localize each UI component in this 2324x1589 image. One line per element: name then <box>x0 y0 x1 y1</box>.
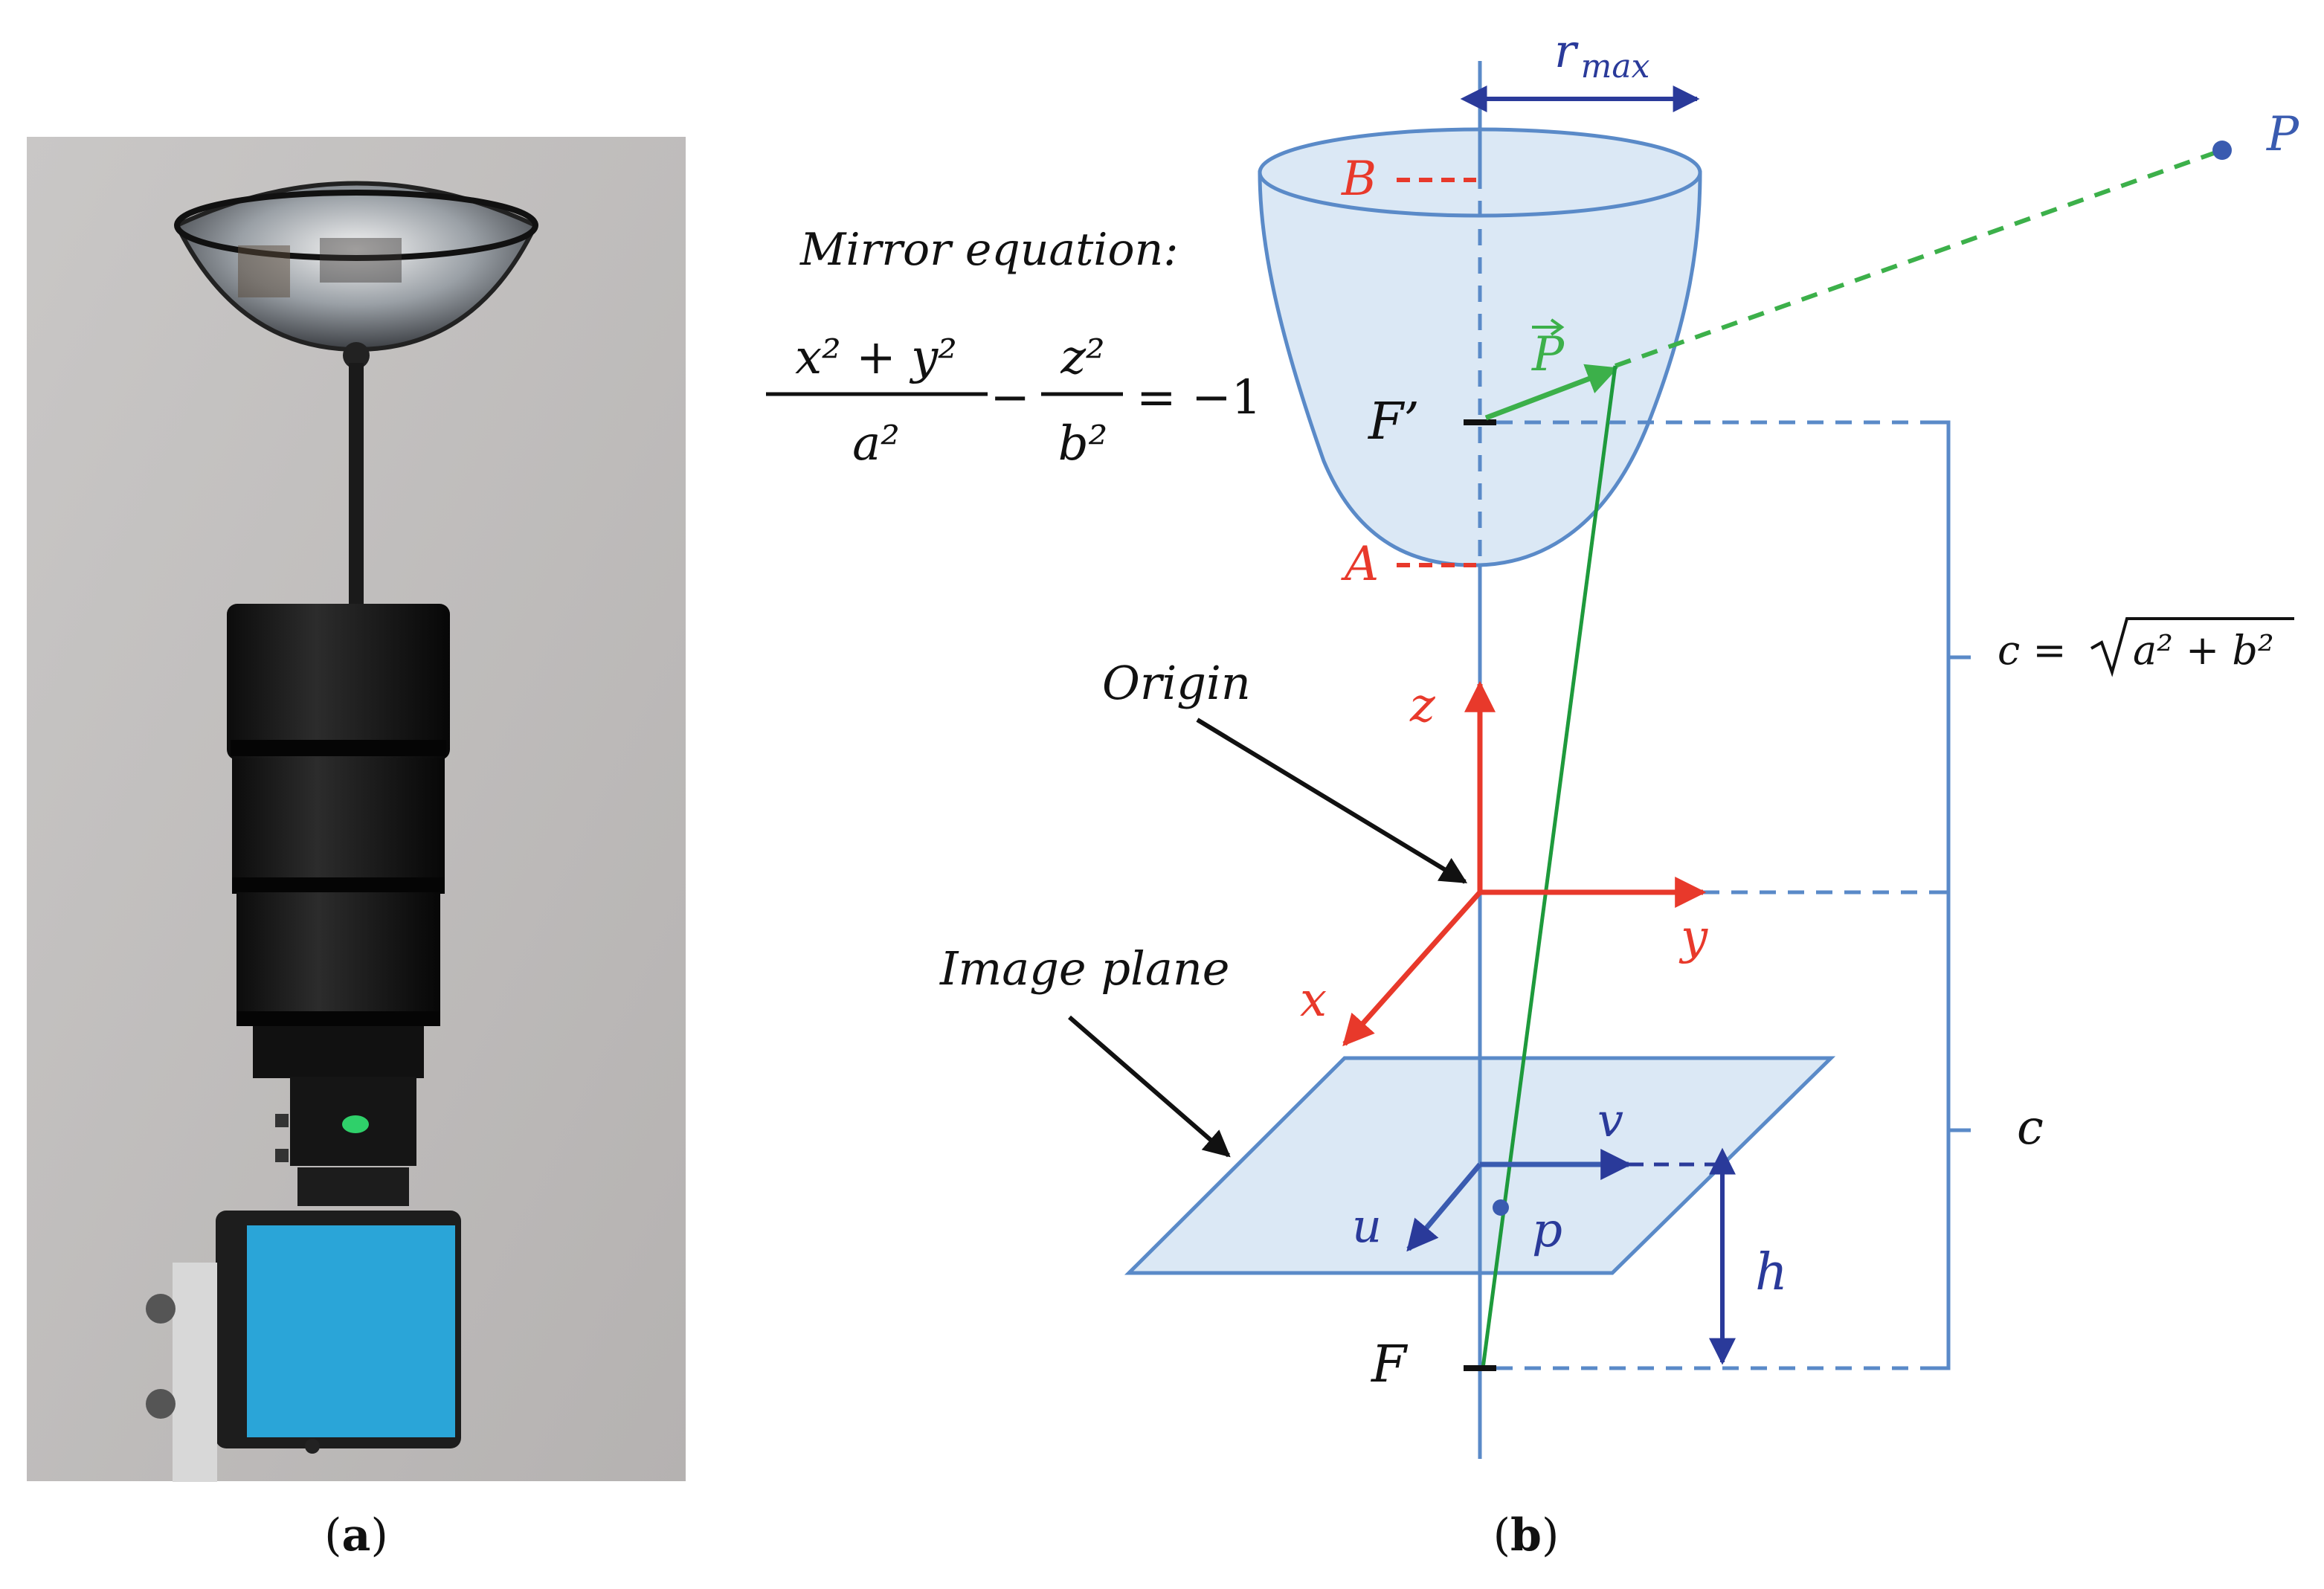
lens-tube <box>227 604 450 1078</box>
camera-lens <box>275 1077 416 1206</box>
hyperbolic-mirror-photo <box>173 181 539 369</box>
sqrt-icon <box>2090 617 2294 677</box>
v-label: v <box>1597 1093 1623 1147</box>
B-label: B <box>1341 152 1377 207</box>
eq-minus: − <box>990 370 1030 425</box>
support-rod <box>349 363 364 605</box>
P-vector-arrow <box>1484 364 1618 421</box>
panel-b-letter: b <box>1510 1509 1542 1561</box>
y-label: y <box>1678 910 1708 965</box>
x-axis <box>1342 890 1482 1047</box>
x-label: x <box>1300 973 1327 1028</box>
P-vector-label: P <box>1531 327 1565 382</box>
A-label: A <box>1341 537 1379 592</box>
panel-a-label: (a) <box>324 1509 388 1561</box>
c-top-sqrt: a² + b² <box>2133 627 2274 674</box>
u-label: u <box>1352 1199 1382 1253</box>
ray-to-P <box>1614 148 2224 368</box>
c-top-label: c = <box>1998 627 2067 674</box>
image-plane-label: Image plane <box>939 941 1229 996</box>
eq-lhs-numerator: x² + y² <box>795 330 957 385</box>
u-axis <box>1406 1162 1482 1252</box>
rmax-sub: max <box>1581 48 1650 86</box>
origin-pointer <box>1196 718 1468 884</box>
point-p-marker <box>1493 1199 1509 1216</box>
F-prime-label: F’ <box>1367 393 1420 451</box>
mirror-equation: x² + y² a² − z² b² = −1 <box>766 330 1261 471</box>
point-P-marker <box>2212 141 2232 160</box>
rmax-r: r <box>1554 24 1579 78</box>
panel-b-label: (b) <box>1493 1509 1559 1561</box>
mirror-equation-title: Mirror equation: <box>799 224 1178 276</box>
vector-arrow-icon <box>1532 318 1565 336</box>
camera-body <box>146 1211 461 1482</box>
F-label: F <box>1370 1335 1409 1394</box>
eq-rhs-numerator: z² <box>1060 330 1104 385</box>
brace-bottom <box>1934 890 1951 1370</box>
point-p-label: p <box>1532 1203 1562 1258</box>
photo-panel <box>27 137 686 1482</box>
eq-equals: = −1 <box>1136 370 1261 425</box>
P-vector-letter: P <box>1531 327 1565 382</box>
c-top-text: c = <box>1998 627 2067 674</box>
c-bottom-label: c <box>2017 1100 2044 1156</box>
z-label: z <box>1409 678 1436 733</box>
brace-top <box>1934 420 1951 895</box>
panel-a-letter: a <box>342 1509 371 1561</box>
eq-lhs-denominator: a² <box>852 416 900 471</box>
origin-label: Origin <box>1102 656 1251 710</box>
h-label: h <box>1755 1243 1788 1302</box>
image-plane-pointer <box>1068 1015 1231 1158</box>
eq-rhs-denominator: b² <box>1058 416 1108 471</box>
point-P-label: P <box>2266 107 2299 162</box>
